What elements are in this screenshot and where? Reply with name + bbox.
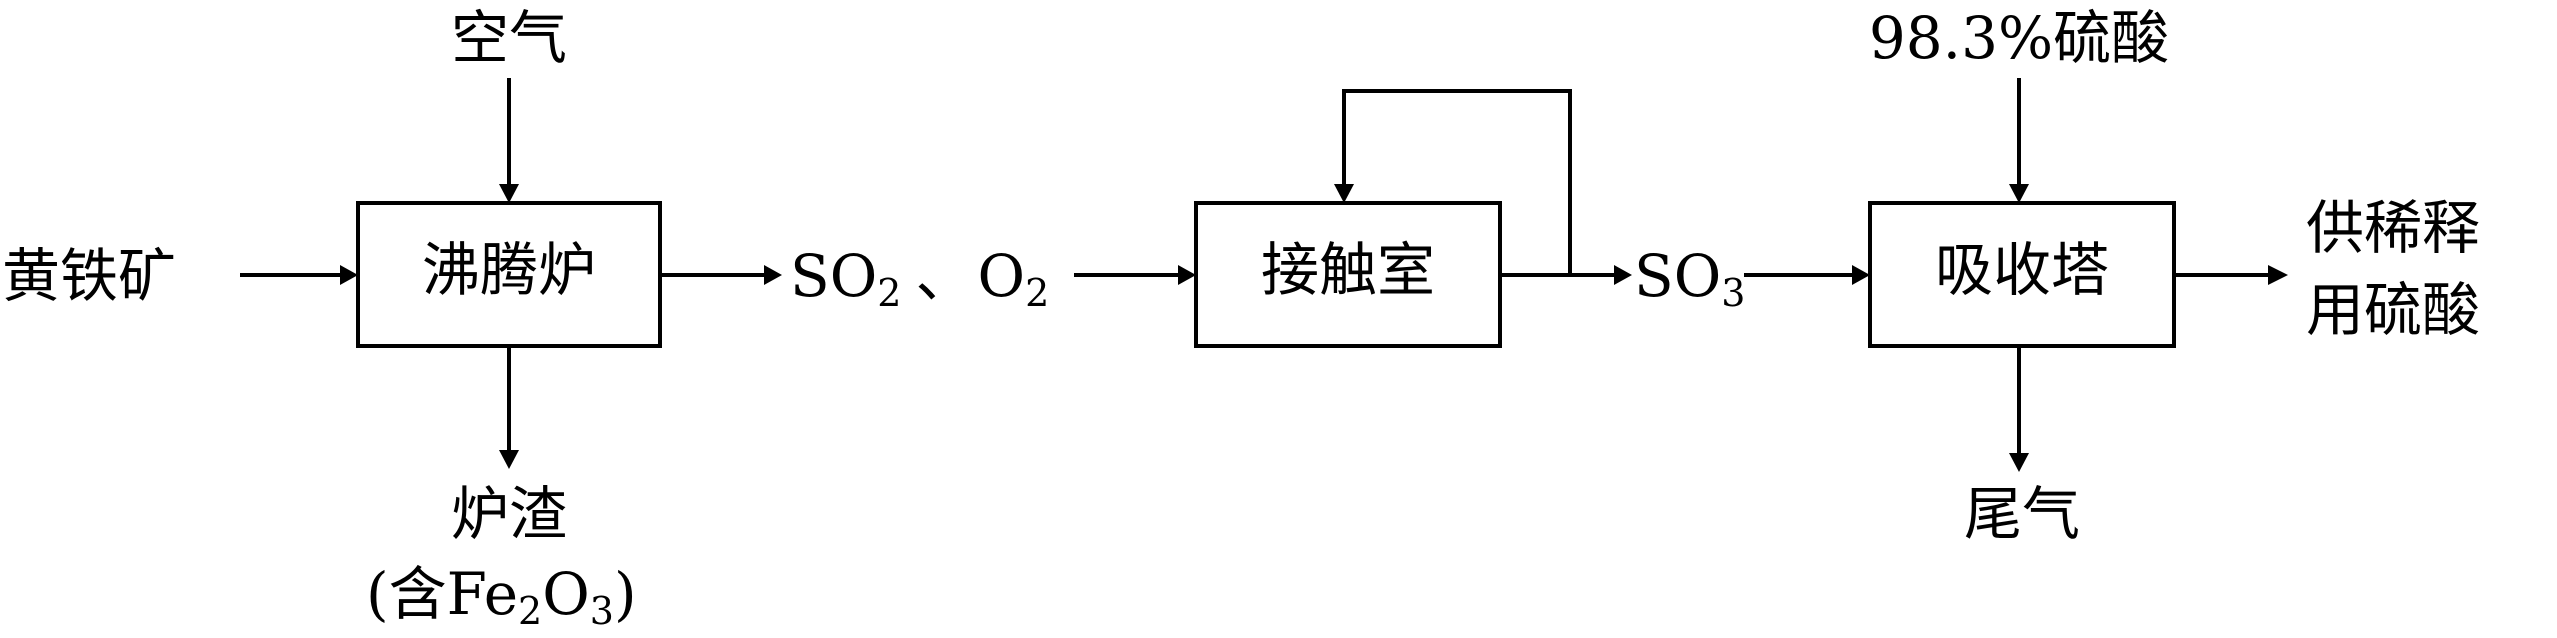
acid-label: 98.3%硫酸 xyxy=(1869,4,2169,72)
tail-gas-arrow-head xyxy=(2009,453,2029,472)
furnace-out-arrow-head xyxy=(764,265,782,285)
slag-note-sub1: 2 xyxy=(518,589,542,633)
so3-subscript: 3 xyxy=(1721,271,1745,315)
pyrite-arrow-head xyxy=(340,265,358,285)
slag-composition-note: (含Fe2O3) xyxy=(366,560,637,633)
tail-gas-label: 尾气 xyxy=(1964,480,2080,548)
slag-note-close: ) xyxy=(614,560,637,628)
contact-out-arrow-head xyxy=(1614,265,1632,285)
so2-formula: SO xyxy=(790,242,877,310)
so2-o2-stream-label: SO2、O2 xyxy=(790,242,1049,315)
contact-chamber-box xyxy=(1194,201,1502,348)
air-arrow-head xyxy=(499,184,519,203)
absorption-tower-box xyxy=(1868,201,2176,348)
pyrite-label: 黄铁矿 xyxy=(2,242,176,310)
slag-label: 炉渣 xyxy=(451,480,567,548)
o2-formula: O xyxy=(978,242,1026,310)
acid-arrow-head xyxy=(2009,184,2029,203)
product-arrow-head xyxy=(2268,265,2288,285)
recycle-loop-line xyxy=(1342,89,1572,275)
so3-stream-label: SO3 xyxy=(1634,242,1745,315)
absorption-tower-label: 吸收塔 xyxy=(1935,236,2109,304)
so3-formula: SO xyxy=(1634,242,1721,310)
contact-in-arrow-head xyxy=(1178,265,1196,285)
so2-subscript: 2 xyxy=(877,271,901,315)
slag-arrow-head xyxy=(499,450,519,469)
tower-in-arrow-head xyxy=(1852,265,1870,285)
contact-chamber-label: 接触室 xyxy=(1261,236,1435,304)
recycle-arrow-head xyxy=(1334,184,1354,203)
furnace-box xyxy=(356,201,662,348)
o2-subscript: 2 xyxy=(1025,271,1049,315)
air-label: 空气 xyxy=(451,4,567,72)
product-label-line1: 供稀释 xyxy=(2306,194,2480,262)
slag-note-open: (含Fe xyxy=(366,560,518,628)
slag-note-mid: O xyxy=(542,560,590,628)
slag-note-sub2: 3 xyxy=(590,589,614,633)
furnace-label: 沸腾炉 xyxy=(422,236,596,304)
stream-separator: 、 xyxy=(915,242,973,310)
product-label-line2: 用硫酸 xyxy=(2306,276,2480,344)
